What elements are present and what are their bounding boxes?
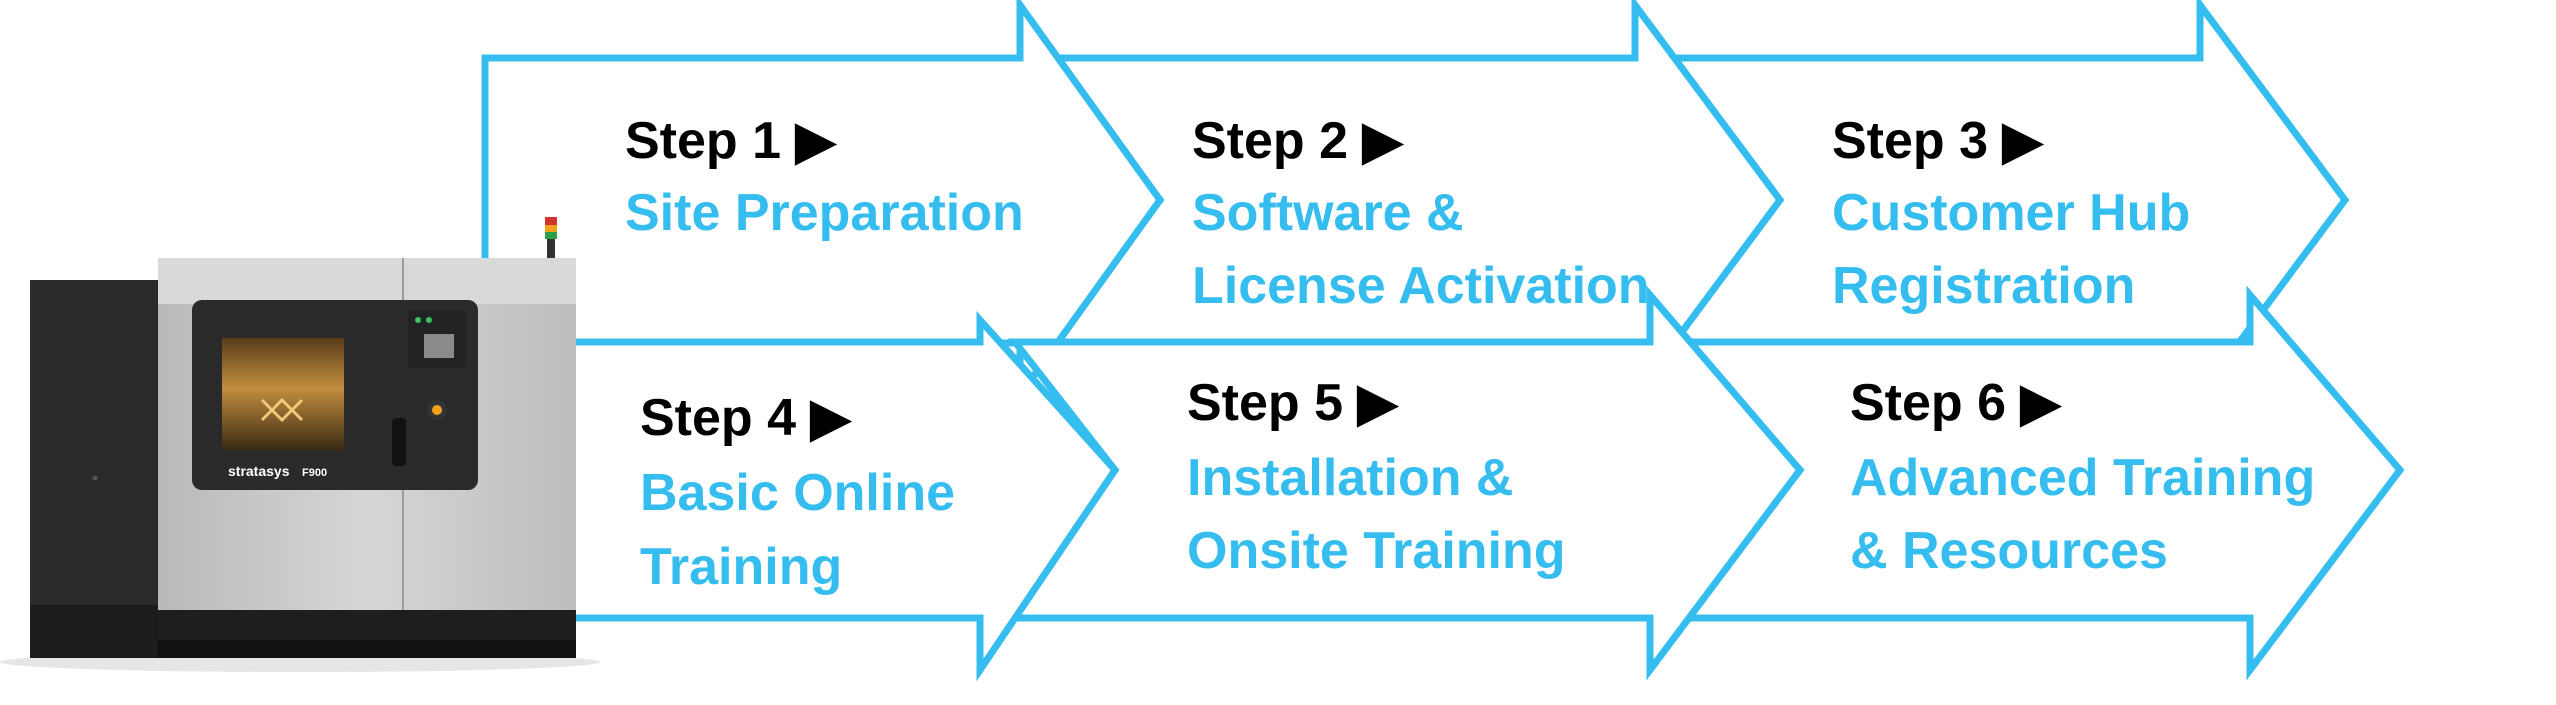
printer-knob	[432, 405, 442, 415]
step-3-title-line-2: Registration	[1832, 257, 2135, 315]
step-4-heading: Step 4 ▶	[640, 389, 852, 447]
step-6-text: Step 6 ▶ Advanced Training & Resources	[1850, 374, 2315, 580]
printer-model-label: F900	[302, 467, 327, 479]
step-6-title-line-2: & Resources	[1850, 522, 2168, 580]
step-4-arrow	[556, 310, 1120, 682]
printer-cabinet-keyhole	[92, 475, 98, 481]
step-3-title-line-1: Customer Hub	[1832, 184, 2190, 242]
step-1-heading: Step 1 ▶	[625, 112, 837, 170]
step-2-heading: Step 2 ▶	[1192, 112, 1404, 170]
step-2-text: Step 2 ▶ Software & License Activation	[1192, 112, 1650, 315]
printer-image: stratasys F900	[0, 217, 600, 672]
printer-left-cabinet-base	[30, 605, 170, 658]
printer-brand-label: stratasys	[228, 463, 290, 479]
printer-status-led	[426, 317, 432, 323]
step-2-title-line-1: Software &	[1192, 184, 1464, 242]
step-5-title-line-1: Installation &	[1187, 449, 1513, 507]
printer-light-amber	[545, 225, 557, 232]
printer-top-panel	[158, 258, 576, 304]
step-1-text: Step 1 ▶ Site Preparation	[625, 112, 1024, 242]
printer-build-chamber-window	[222, 338, 344, 450]
step-5-title-line-2: Onsite Training	[1187, 522, 1566, 580]
printer-light-tower-pole	[547, 230, 555, 258]
step-6-heading: Step 6 ▶	[1850, 374, 2062, 432]
step-3-heading: Step 3 ▶	[1832, 112, 2044, 170]
printer-light-red	[545, 217, 557, 225]
printer-left-cabinet	[30, 280, 170, 658]
step-4-text: Step 4 ▶ Basic Online Training	[640, 389, 955, 596]
step-1-title-line-1: Site Preparation	[625, 184, 1024, 242]
step-4-title-line-2: Training	[640, 538, 842, 596]
step-3-text: Step 3 ▶ Customer Hub Registration	[1832, 112, 2190, 315]
step-6-title-line-1: Advanced Training	[1850, 449, 2315, 507]
printer-door-handle	[392, 418, 406, 466]
step-5-heading: Step 5 ▶	[1187, 374, 1399, 432]
step-4-title-line-1: Basic Online	[640, 464, 955, 522]
step-2-title-line-2: License Activation	[1192, 257, 1650, 315]
step-5-text: Step 5 ▶ Installation & Onsite Training	[1187, 374, 1566, 580]
printer-light-green	[545, 232, 557, 239]
printer-power-led	[415, 317, 421, 323]
printer-touchscreen	[424, 334, 454, 358]
printer-build-part	[260, 397, 304, 423]
printer-base-kick	[158, 640, 576, 658]
